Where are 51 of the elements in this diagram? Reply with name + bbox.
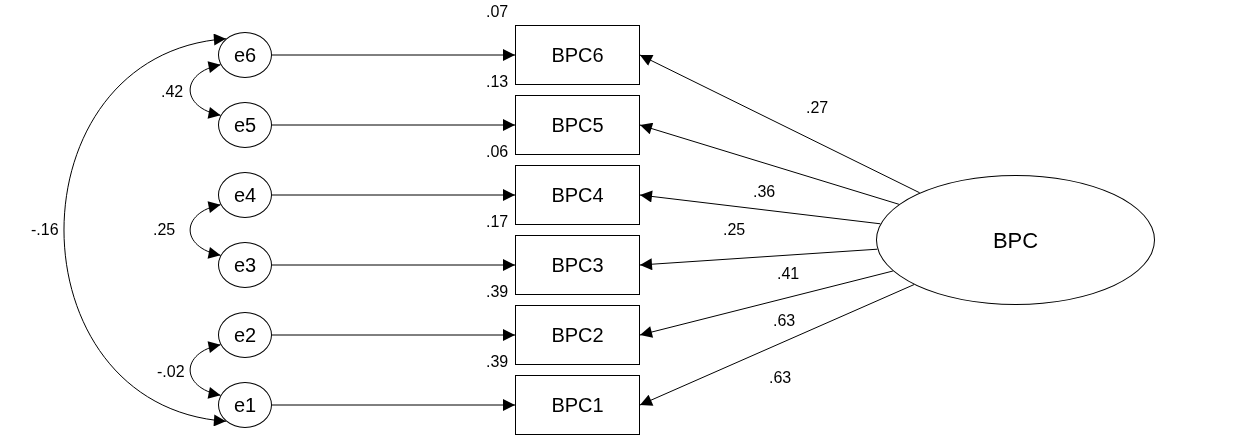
node-label: BPC2	[551, 323, 604, 348]
covariance-arc	[189, 62, 222, 118]
arrow	[271, 49, 516, 61]
arrow	[639, 248, 878, 271]
node-label: BPC6	[551, 43, 604, 68]
arrow	[271, 329, 516, 341]
r-squared-value: .39	[486, 354, 509, 370]
node-label: e4	[233, 183, 257, 208]
arrow	[639, 54, 921, 194]
arrow	[271, 189, 516, 201]
edge-label: .63	[768, 370, 793, 386]
arrow	[271, 119, 516, 131]
node-label: e2	[233, 323, 257, 348]
error-term-ellipse	[218, 32, 272, 78]
node-label: BPC	[992, 226, 1039, 255]
edge-label: .63	[772, 313, 797, 329]
edge-label: .42	[160, 84, 185, 100]
node-label: BPC1	[551, 393, 604, 418]
r-squared-value: .39	[486, 284, 509, 300]
edge-label: -.16	[30, 222, 60, 238]
error-term-ellipse	[218, 102, 272, 148]
r-squared-value: .13	[486, 74, 509, 90]
error-term-ellipse	[218, 382, 272, 428]
arrow	[639, 270, 894, 338]
r-squared-value: .07	[486, 4, 509, 20]
edge-label: -.02	[156, 364, 186, 380]
error-term-ellipse	[218, 242, 272, 288]
node-label: e5	[233, 113, 257, 138]
edge-label: .27	[805, 100, 830, 116]
arrow	[639, 284, 915, 406]
arrow	[639, 122, 900, 205]
arrow	[271, 399, 516, 411]
error-term-ellipse	[218, 172, 272, 218]
r-squared-value: .06	[486, 144, 509, 160]
edge-label: .41	[776, 266, 801, 282]
node-label: e1	[233, 393, 257, 418]
edge-label: .25	[722, 222, 747, 238]
node-label: BPC3	[551, 253, 604, 278]
node-label: e6	[233, 43, 257, 68]
arrow	[639, 190, 881, 225]
arrow	[271, 259, 516, 271]
node-label: BPC5	[551, 113, 604, 138]
covariance-arc	[189, 202, 222, 258]
error-term-ellipse	[218, 312, 272, 358]
edge-label: .36	[752, 184, 777, 200]
covariance-arc	[189, 342, 222, 398]
edge-label: .25	[152, 222, 177, 238]
covariance-arc	[63, 35, 227, 425]
node-label: BPC4	[551, 183, 604, 208]
node-label: e3	[233, 253, 257, 278]
r-squared-value: .17	[486, 214, 509, 230]
